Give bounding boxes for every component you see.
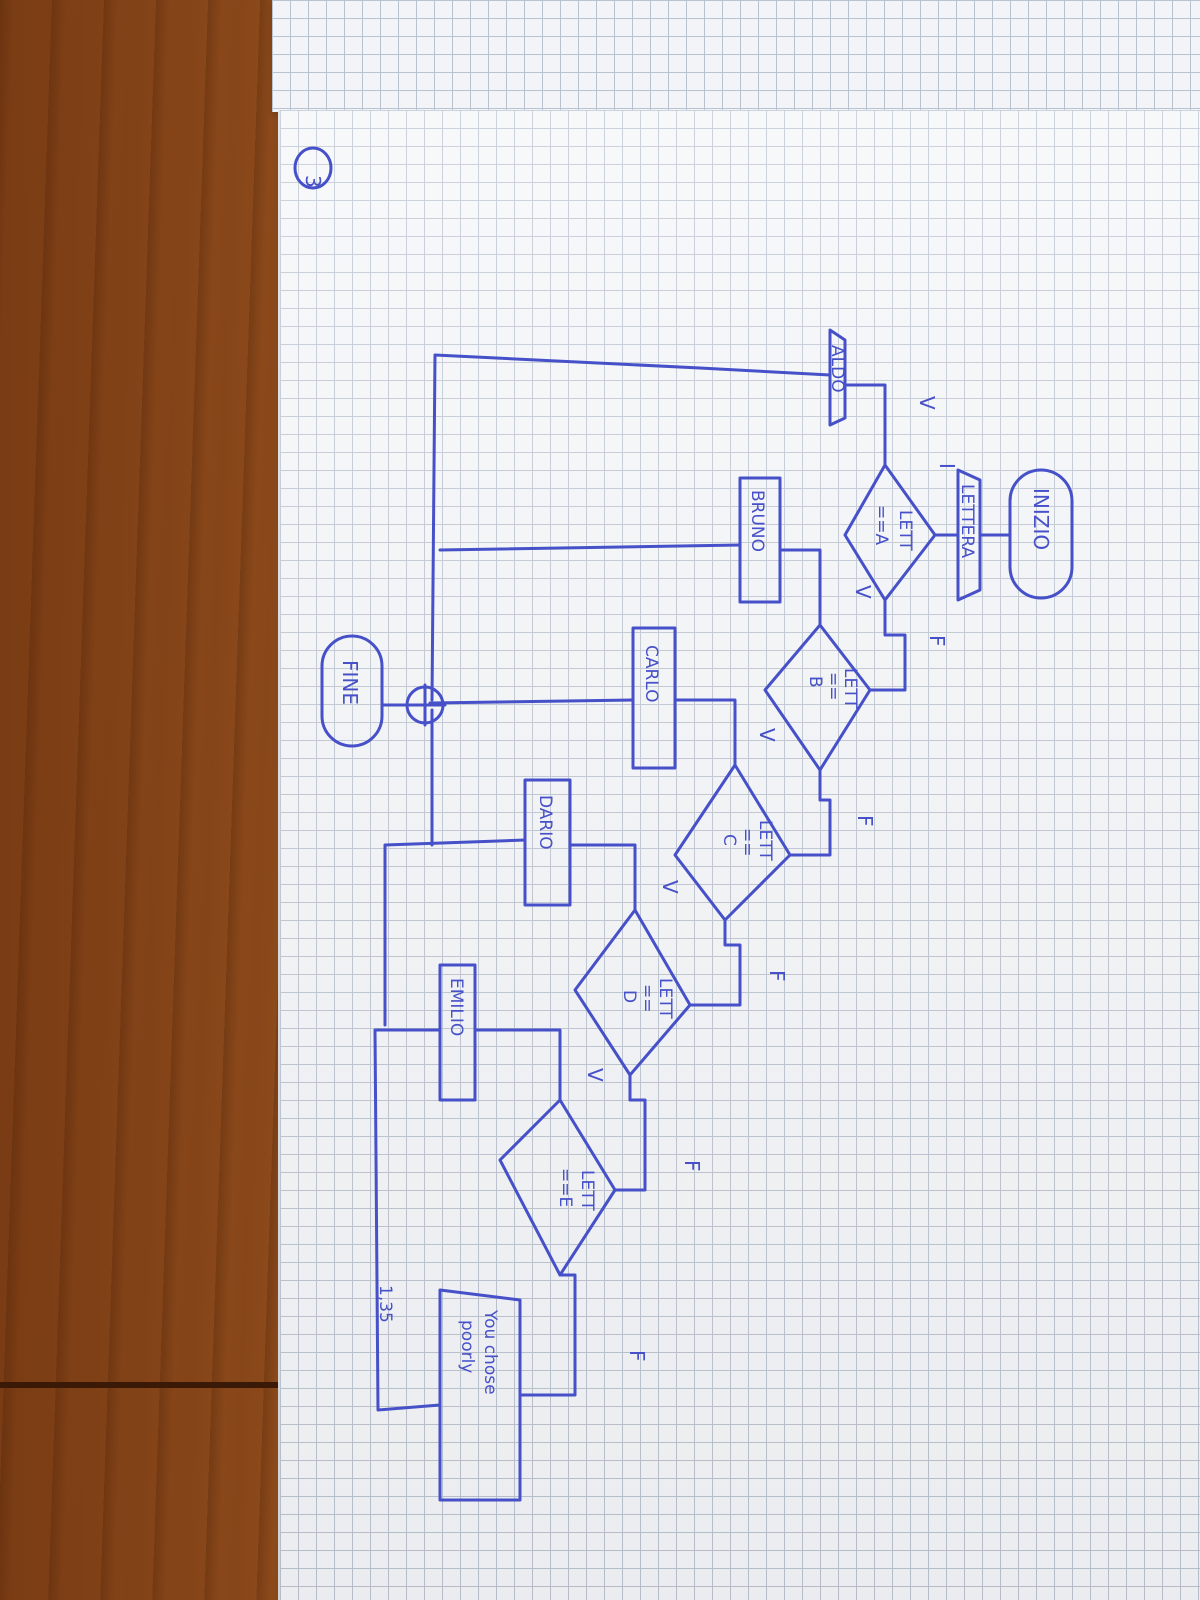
label-a-true: V xyxy=(915,396,939,410)
output-bruno: BRUNO xyxy=(738,476,782,604)
decision-b-line1: LETT xyxy=(840,668,860,709)
table-seam xyxy=(0,1382,290,1388)
output-carlo: CARLO xyxy=(631,626,677,770)
start-label: INIZIO xyxy=(1029,488,1053,550)
decision-c-line2: == xyxy=(737,828,757,857)
output-aldo: ALDO xyxy=(827,328,847,427)
end-label: FINE xyxy=(338,660,362,705)
edge-d-true xyxy=(568,843,637,912)
decision-b-line3: B xyxy=(805,676,825,688)
output-else-line1: You chose xyxy=(480,1309,500,1395)
decision-d-line2: == xyxy=(637,984,657,1013)
merge-bruno xyxy=(438,543,742,552)
input-label: LETTERA xyxy=(957,484,977,559)
edge-b-true xyxy=(778,548,822,627)
edge-d-false xyxy=(613,1073,647,1192)
output-emilio: EMILIO xyxy=(438,963,477,1102)
label-e-true: V xyxy=(583,1068,607,1082)
decision-a-line1: LETT xyxy=(895,510,915,551)
paper-shading xyxy=(278,110,1200,1600)
label-d-true: V xyxy=(658,880,682,894)
merge-connector-node xyxy=(403,683,447,727)
decision-e-line2: ==E xyxy=(555,1168,575,1207)
page-number-marker: 3 xyxy=(293,146,333,190)
label-a-false: F xyxy=(925,635,949,647)
label-e-false: F xyxy=(625,1350,649,1362)
edge-e-false xyxy=(518,1273,577,1397)
start-terminal: INIZIO xyxy=(1008,468,1074,600)
edge-e-true xyxy=(473,1028,562,1102)
output-carlo-label: CARLO xyxy=(641,645,661,703)
decision-b: LETT == B xyxy=(763,623,872,772)
decision-d-line1: LETT xyxy=(655,978,675,1019)
edge-b-false xyxy=(788,768,832,857)
decision-c-line3: C xyxy=(719,834,739,846)
edge-a-false xyxy=(868,598,907,692)
decision-c: LETT == C xyxy=(673,763,792,922)
notebook-page-back xyxy=(272,0,1200,112)
output-else: You chose poorly xyxy=(438,1288,522,1502)
output-bruno-label: BRUNO xyxy=(747,490,767,552)
edge-note: 1,35 xyxy=(375,1285,395,1323)
merge-aldo xyxy=(430,353,832,702)
label-d-false: F xyxy=(680,1160,704,1172)
merge-carlo xyxy=(428,698,635,705)
notebook-page xyxy=(278,110,1200,1600)
decision-d: LETT == D xyxy=(573,908,692,1077)
output-aldo-label: ALDO xyxy=(827,345,847,393)
decision-d-line3: D xyxy=(619,990,639,1003)
page-number: 3 xyxy=(301,175,325,188)
input-marker: I xyxy=(935,463,959,469)
input-node: LETTERA I xyxy=(935,463,982,602)
edge-c-true xyxy=(673,698,737,767)
decision-c-line1: LETT xyxy=(755,820,775,861)
decision-a: LETT ==A xyxy=(843,463,937,602)
label-b-true: V xyxy=(851,585,875,599)
output-dario-label: DARIO xyxy=(535,795,555,850)
output-dario: DARIO xyxy=(523,778,572,907)
merge-dario xyxy=(383,838,527,1027)
decision-e-line1: LETT xyxy=(577,1170,597,1211)
decision-b-line2: == xyxy=(823,672,843,701)
label-c-true: V xyxy=(755,728,779,742)
decision-a-line2: ==A xyxy=(871,505,891,545)
label-c-false: F xyxy=(765,970,789,982)
label-b-false: F xyxy=(853,815,877,827)
edge-a-true xyxy=(843,383,887,467)
decision-e: LETT ==E xyxy=(498,1098,617,1277)
end-terminal: FINE xyxy=(320,634,384,748)
merge-emilio xyxy=(373,1028,442,1412)
output-emilio-label: EMILIO xyxy=(446,978,466,1036)
output-else-line2: poorly xyxy=(457,1320,477,1373)
edge-c-false xyxy=(688,918,742,1007)
